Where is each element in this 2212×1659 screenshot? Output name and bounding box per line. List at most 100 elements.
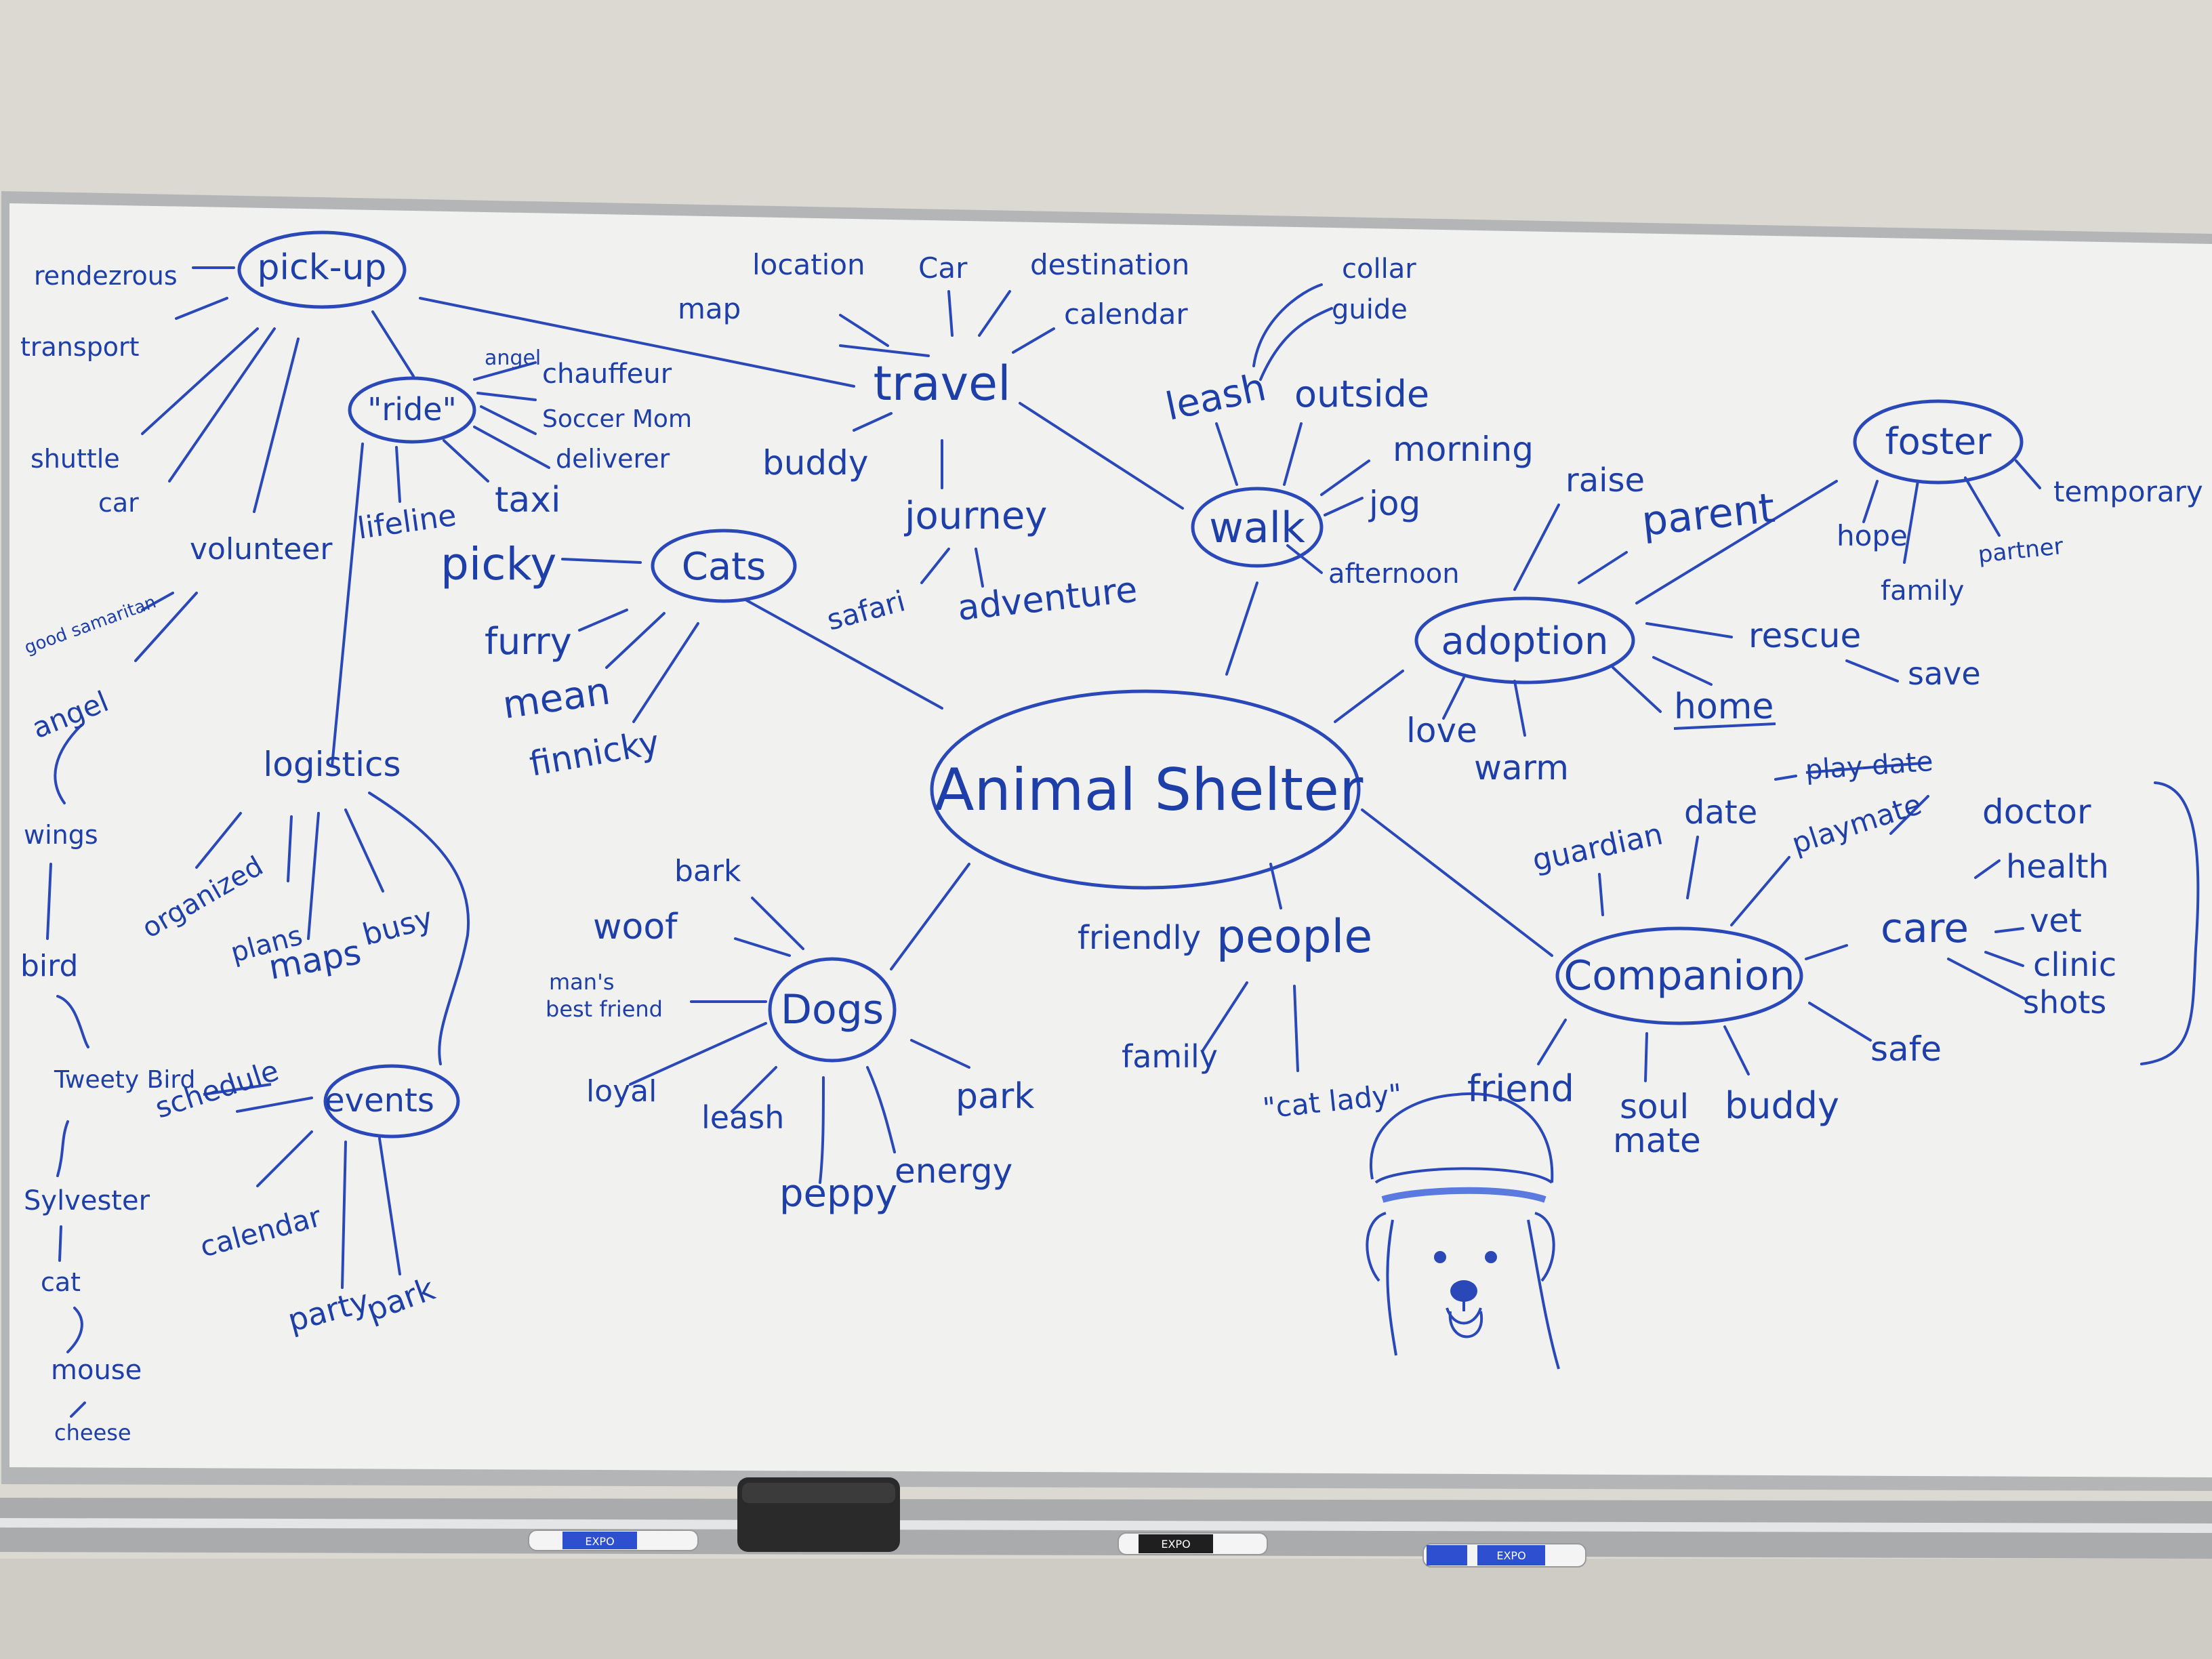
- word-soccer-mom: Soccer Mom: [542, 405, 692, 433]
- word-sylvester: Sylvester: [24, 1185, 150, 1216]
- eraser-icon[interactable]: [737, 1477, 900, 1552]
- word-woof: woof: [593, 907, 678, 947]
- word-morning: morning: [1393, 430, 1534, 469]
- word-family-people: family: [1122, 1038, 1218, 1075]
- pickup-ellipse: [237, 230, 407, 309]
- dog-face-icon: [1366, 1092, 1560, 1370]
- hub-ride: "ride": [367, 391, 457, 428]
- word-save: save: [1908, 655, 1981, 692]
- word-guide: guide: [1332, 294, 1408, 325]
- word-friend: friend: [1467, 1067, 1574, 1110]
- word-car-travel: Car: [918, 251, 968, 285]
- word-date: date: [1684, 794, 1757, 832]
- word-hope: hope: [1837, 519, 1908, 552]
- word-shots: shots: [2023, 984, 2106, 1021]
- word-temporary: temporary: [2053, 475, 2203, 508]
- word-journey: journey: [903, 494, 1047, 538]
- word-buddy-comp: buddy: [1725, 1084, 1839, 1127]
- hub-events: events: [325, 1082, 434, 1120]
- word-mans-best-friend-2: best friend: [546, 996, 663, 1022]
- foster-ellipse: [1853, 399, 2024, 485]
- marker-label: EXPO: [1496, 1549, 1525, 1562]
- hub-travel: travel: [873, 356, 1010, 411]
- word-health: health: [2006, 848, 2109, 886]
- walk-ellipse: [1191, 487, 1324, 568]
- word-volunteer: volunteer: [190, 532, 333, 567]
- marker-icon[interactable]: EXPO: [1118, 1532, 1268, 1555]
- connector-lines: [46, 266, 2200, 1418]
- word-family-foster: family: [1881, 575, 1964, 607]
- word-calendar-travel: calendar: [1064, 298, 1188, 331]
- word-raise: raise: [1565, 462, 1645, 499]
- word-bark: bark: [674, 854, 741, 888]
- word-safe: safe: [1870, 1029, 1942, 1069]
- word-cat: cat: [41, 1267, 81, 1297]
- word-cheese: cheese: [54, 1420, 131, 1446]
- word-chauffeur: chauffeur: [542, 359, 672, 390]
- marker-label: EXPO: [1161, 1538, 1190, 1551]
- word-picky: picky: [441, 538, 556, 590]
- word-furry: furry: [485, 620, 572, 663]
- hub-adoption: adoption: [1441, 619, 1609, 663]
- word-tweety-bird: Tweety Bird: [54, 1066, 195, 1094]
- word-rendezrous: rendezrous: [34, 261, 178, 291]
- word-location: location: [752, 248, 865, 281]
- center-ellipse: [930, 689, 1361, 890]
- word-warm: warm: [1474, 748, 1569, 787]
- hub-cats: Cats: [682, 545, 766, 589]
- word-collar: collar: [1342, 253, 1416, 285]
- word-afternoon: afternoon: [1328, 558, 1460, 590]
- word-bird: bird: [20, 949, 78, 983]
- hub-pickup: pick-up: [258, 247, 387, 288]
- word-vet: vet: [2030, 902, 2082, 940]
- hub-ellipses: [237, 230, 2024, 1139]
- hub-walk: walk: [1209, 503, 1305, 552]
- board-surface: [9, 203, 2212, 1477]
- word-leash-dogs: leash: [701, 1099, 784, 1136]
- marker-icon[interactable]: EXPO: [528, 1530, 699, 1551]
- word-peppy: peppy: [779, 1172, 897, 1216]
- word-jog: jog: [1368, 484, 1420, 523]
- word-doctor: doctor: [1982, 792, 2091, 832]
- hub-dogs: Dogs: [781, 986, 884, 1033]
- wall-lower: [0, 1559, 2212, 1659]
- hub-people: people: [1216, 910, 1373, 964]
- dog-face-details: [1434, 1251, 1497, 1302]
- word-love: love: [1406, 711, 1477, 750]
- word-park-dogs: park: [956, 1076, 1034, 1117]
- ride-ellipse: [348, 376, 476, 444]
- center-label: Animal Shelter: [935, 756, 1364, 824]
- word-shuttle: shuttle: [30, 444, 120, 474]
- word-friendly: friendly: [1078, 919, 1201, 957]
- word-outside: outside: [1294, 373, 1429, 415]
- word-map: map: [678, 292, 741, 325]
- companion-ellipse: [1555, 926, 1803, 1025]
- hub-logistics: logistics: [263, 745, 401, 784]
- events-ellipse: [323, 1064, 460, 1139]
- word-taxi: taxi: [495, 480, 560, 520]
- word-buddy-travel: buddy: [762, 443, 869, 483]
- hub-companion: Companion: [1563, 952, 1795, 1000]
- word-clinic: clinic: [2033, 946, 2116, 984]
- hub-foster: foster: [1885, 420, 1992, 463]
- cats-ellipse: [651, 529, 797, 603]
- word-deliverer: deliverer: [556, 444, 670, 474]
- dogs-ellipse: [768, 957, 897, 1063]
- word-home: home: [1674, 687, 1774, 727]
- marker-label: EXPO: [585, 1535, 614, 1548]
- word-loyal: loyal: [586, 1074, 657, 1109]
- word-car-left: car: [98, 488, 139, 518]
- word-mouse: mouse: [51, 1355, 142, 1386]
- word-energy: energy: [895, 1151, 1012, 1191]
- word-wings: wings: [24, 820, 98, 850]
- word-destination: destination: [1030, 248, 1189, 281]
- hub-care: care: [1881, 905, 1969, 952]
- word-rescue: rescue: [1748, 616, 1861, 655]
- tray-lip: [0, 1518, 2212, 1533]
- underlines: [203, 722, 1932, 1096]
- marker-icon[interactable]: EXPO: [1422, 1543, 1586, 1568]
- word-soul: soul: [1620, 1087, 1689, 1126]
- word-angel-ride: angel: [485, 346, 541, 370]
- word-mans-best-friend-1: man's: [549, 969, 615, 995]
